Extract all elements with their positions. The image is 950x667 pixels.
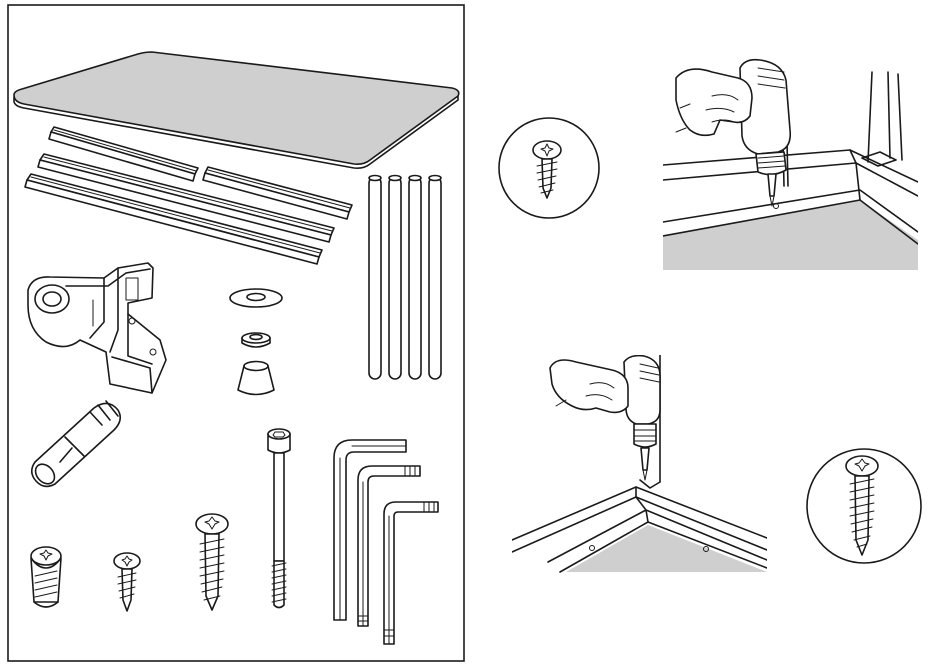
leg (369, 176, 381, 380)
screw-callout-circle (807, 449, 921, 563)
hand (676, 69, 752, 135)
leg (409, 176, 421, 380)
step-bottom-scene (512, 355, 767, 572)
countersunk-screw (31, 547, 61, 607)
power-drill (740, 60, 790, 206)
screw-callout-circle (499, 118, 599, 218)
step-top-detail (499, 60, 918, 270)
parts-panel (8, 5, 464, 661)
foot-cap (238, 362, 274, 395)
step-top-scene (663, 60, 918, 270)
hand (550, 360, 628, 412)
flat-washer (230, 289, 282, 307)
step-bottom-detail (512, 355, 921, 572)
leg (389, 176, 401, 380)
leg (429, 176, 441, 380)
power-drill (624, 356, 660, 480)
